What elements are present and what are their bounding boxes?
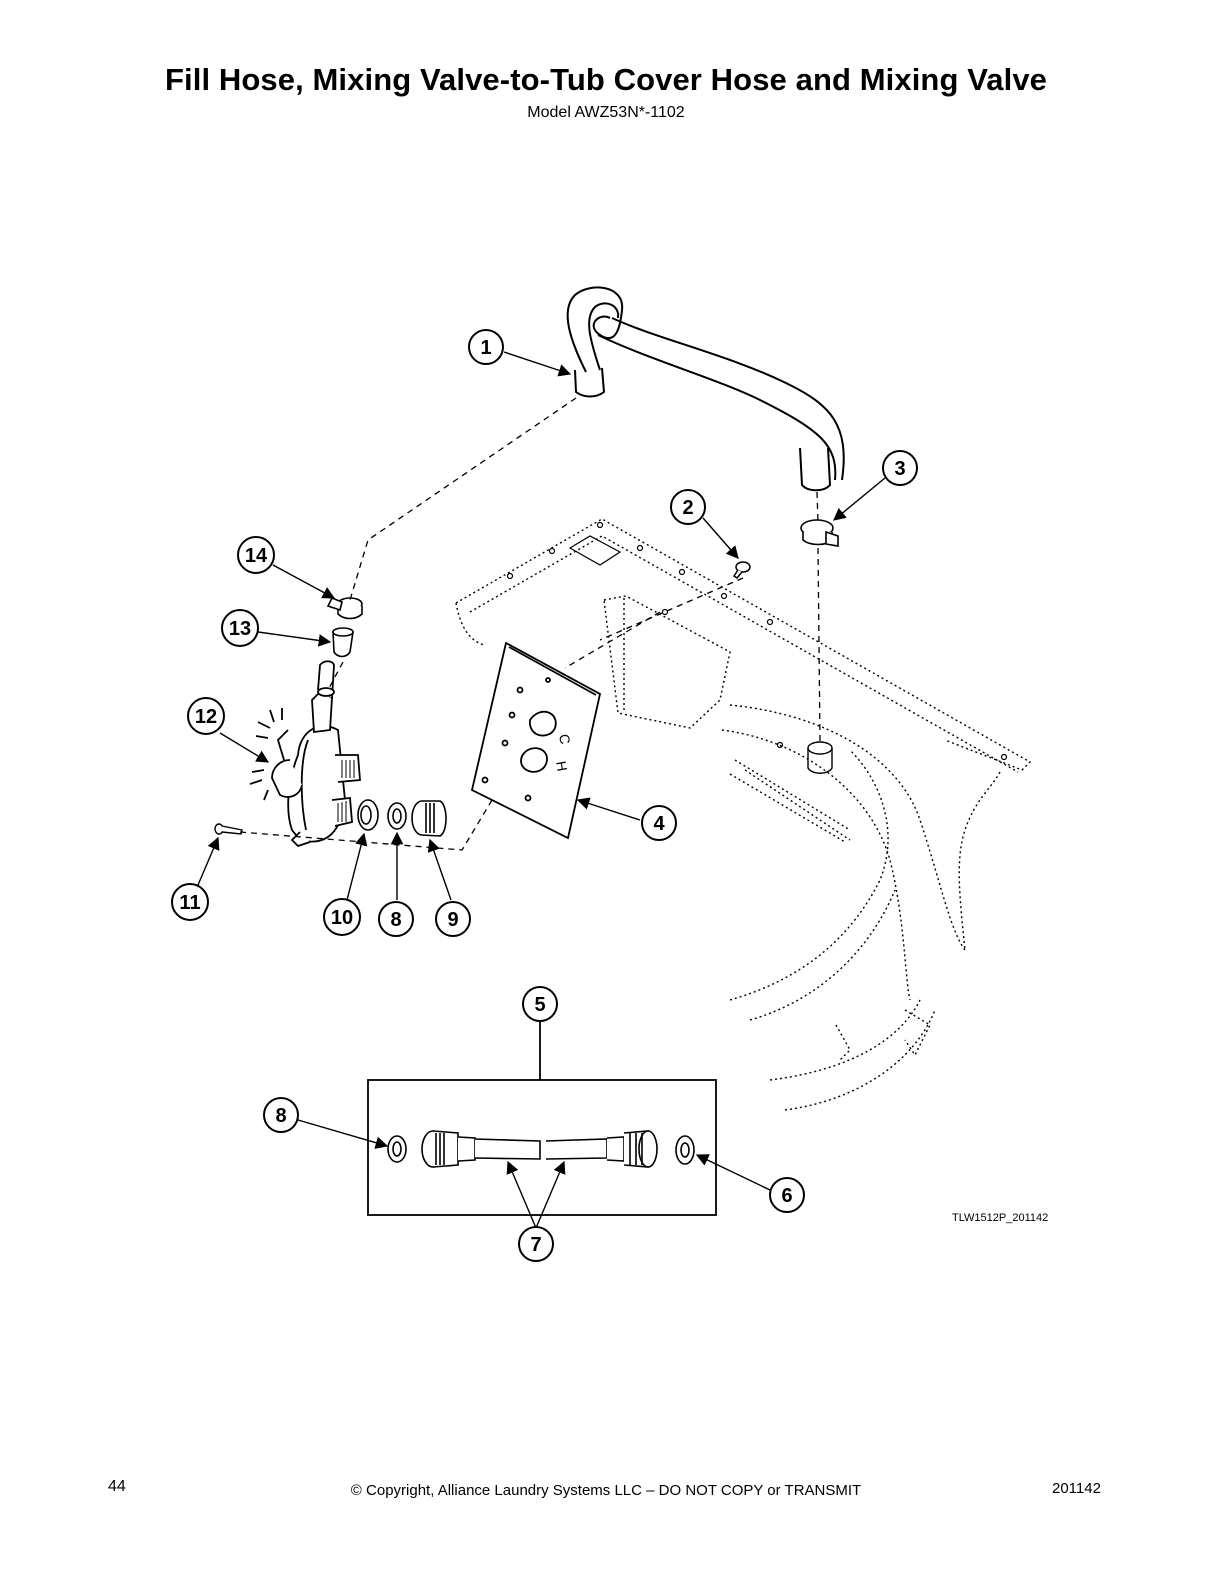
callout-9: 9	[435, 901, 471, 937]
bracket-plate-4: C H	[470, 641, 602, 840]
mixing-valve-12	[249, 660, 361, 848]
callout-10: 10	[323, 898, 361, 936]
callout-13-label: 13	[229, 618, 251, 640]
callout-6: 6	[769, 1177, 805, 1213]
callout-7-label: 7	[530, 1234, 541, 1256]
assembly-lines	[239, 397, 821, 851]
callout-1-label: 1	[480, 337, 491, 359]
callout-11: 11	[171, 883, 209, 921]
tub-cover-outline	[455, 518, 1032, 1111]
screw-11	[214, 823, 243, 835]
drawing-code: TLW1512P_201142	[952, 1212, 1048, 1224]
callout-1: 1	[468, 329, 504, 365]
valve-threads	[337, 760, 355, 822]
callout-3-label: 3	[894, 458, 905, 480]
callout-8-inset-label: 8	[275, 1105, 286, 1127]
nozzle-13	[332, 627, 354, 658]
page-number: 44	[108, 1478, 126, 1495]
callouts: 1 2 3 4 5 6 7 8 8 9 10 11 12 13 14	[171, 329, 918, 1262]
tub-cover-holes	[506, 521, 1008, 761]
callout-9-label: 9	[447, 909, 458, 931]
callout-6-label: 6	[781, 1185, 792, 1207]
callout-3: 3	[882, 450, 918, 486]
callout-8-main: 8	[378, 901, 414, 937]
svg-text:H: H	[553, 760, 571, 773]
tub-cover-spout	[807, 741, 833, 774]
inset-box	[367, 1022, 717, 1216]
callout-14: 14	[237, 536, 275, 574]
callout-4-label: 4	[653, 813, 665, 835]
document-code: 201142	[1052, 1480, 1101, 1497]
callout-13: 13	[221, 609, 259, 647]
nut-9	[411, 800, 447, 837]
screw-2	[732, 561, 751, 579]
callout-5-label: 5	[534, 994, 545, 1016]
fill-hose	[566, 286, 845, 492]
fill-hose-assembly-5	[387, 1130, 695, 1168]
leader-arrows	[197, 351, 886, 1229]
callout-8-main-label: 8	[390, 909, 401, 931]
hose-clamp-3	[800, 519, 839, 547]
washer-10	[357, 799, 379, 831]
callout-10-label: 10	[331, 907, 353, 929]
copyright-notice: © Copyright, Alliance Laundry Systems LL…	[350, 1482, 862, 1499]
page-title: Fill Hose, Mixing Valve-to-Tub Cover Hos…	[164, 62, 1048, 97]
callout-5: 5	[522, 986, 558, 1022]
callout-7: 7	[518, 1226, 554, 1262]
callout-2-label: 2	[682, 497, 693, 519]
callout-11-label: 11	[179, 892, 200, 914]
callout-14-label: 14	[245, 545, 268, 567]
callout-12: 12	[187, 697, 225, 735]
svg-text:C: C	[556, 733, 574, 746]
model-subtitle: Model AWZ53N*-1102	[527, 104, 685, 121]
washer-8	[387, 802, 407, 830]
callout-12-label: 12	[195, 706, 217, 728]
callout-4: 4	[641, 805, 677, 841]
hose-clamp-14	[326, 596, 363, 620]
callout-8-inset: 8	[263, 1097, 299, 1133]
callout-2: 2	[670, 489, 706, 525]
